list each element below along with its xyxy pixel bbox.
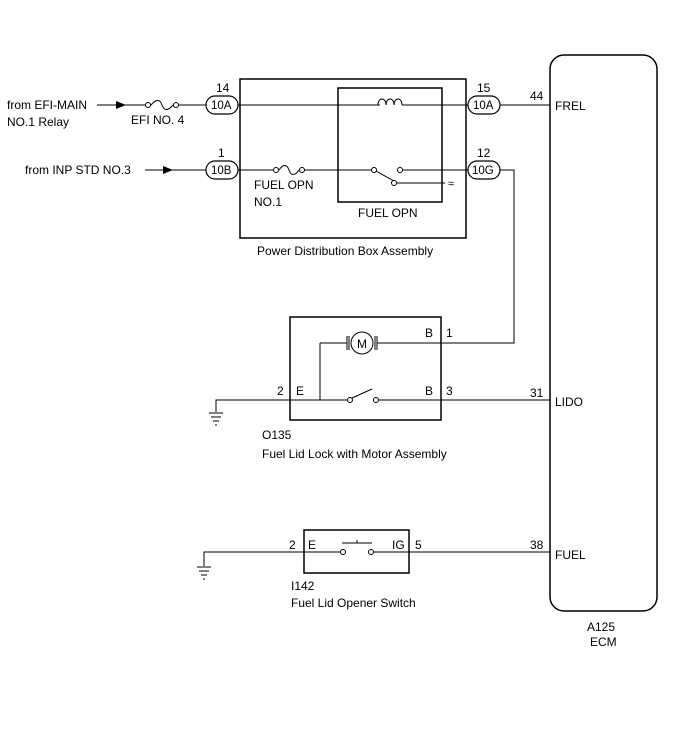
wire-10g-to-lid-lock: [440, 169, 515, 344]
ecm-pin-44: 44: [530, 89, 544, 103]
ecm-name: ECM: [590, 635, 617, 649]
relay-coil-symbol: [377, 98, 403, 106]
ecm-signal-frel: FREL: [555, 99, 586, 113]
fuel-lid-opener-switch-name: Fuel Lid Opener Switch: [291, 596, 416, 610]
fuel-opn-relay-box: [337, 87, 443, 203]
fuse-fuel-opn-no1-label-line2: NO.1: [254, 195, 282, 209]
lid-lock-terminal-e: E: [296, 384, 304, 398]
ecm-pin-38: 38: [530, 538, 544, 552]
efi-main-source-label-line2: NO.1 Relay: [7, 115, 69, 129]
opener-switch-symbol: [340, 540, 374, 555]
motor-symbol: M: [346, 331, 378, 355]
fuse-fuel-opn-no1-label: FUEL OPN: [254, 178, 314, 192]
ground-icon-2: [197, 566, 211, 580]
lid-lock-pin-2: 2: [277, 384, 284, 398]
lid-lock-switch-symbol: [347, 388, 379, 403]
connector-10b-label: 10B: [211, 165, 232, 177]
opener-switch-pin-5: 5: [415, 538, 422, 552]
lid-lock-terminal-b-top: B: [425, 326, 433, 340]
fuel-lid-lock-name: Fuel Lid Lock with Motor Assembly: [262, 447, 447, 461]
lid-lock-pin-3: 3: [446, 384, 453, 398]
fuse-efi-no4-label: EFI NO. 4: [131, 113, 185, 127]
pin-14-label: 14: [216, 81, 230, 95]
opener-switch-terminal-e: E: [308, 538, 316, 552]
inp-std-source-label: from INP STD NO.3: [25, 163, 131, 177]
lid-lock-pin-1: 1: [446, 326, 453, 340]
opener-switch-terminal-ig: IG: [392, 538, 405, 552]
power-distribution-box: [239, 78, 467, 239]
connector-10a-left-label: 10A: [211, 100, 232, 112]
ecm-box: [549, 54, 658, 612]
ground-icon: [209, 412, 223, 426]
connector-10g-label: 10G: [472, 165, 494, 177]
motor-label: M: [357, 337, 367, 351]
pin-12-label: 12: [477, 146, 491, 160]
lid-lock-terminal-b-bottom: B: [425, 384, 433, 398]
fuel-lid-lock-box: [289, 316, 442, 421]
power-distribution-box-title: Power Distribution Box Assembly: [257, 244, 433, 258]
ecm-signal-fuel: FUEL: [555, 548, 586, 562]
fuel-lid-opener-switch-code: I142: [291, 579, 315, 593]
fuel-lid-lock-code: O135: [262, 428, 292, 442]
pin-15-label: 15: [477, 81, 491, 95]
pin-1-label: 1: [218, 146, 225, 160]
efi-main-source-label: from EFI-MAIN: [7, 98, 87, 112]
fuel-opn-relay-label: FUEL OPN: [358, 206, 418, 220]
relay-switch-symbol: ≈: [371, 167, 454, 190]
opener-switch-pin-2: 2: [289, 538, 296, 552]
connector-10a-right-label: 10A: [473, 100, 494, 112]
ecm-pin-31: 31: [530, 386, 544, 400]
ecm-code: A125: [587, 620, 615, 634]
svg-text:≈: ≈: [448, 178, 454, 190]
fuse-efi-no4-symbol: [145, 100, 179, 110]
fuse-fuel-opn-no1-symbol: [273, 165, 305, 175]
ecm-signal-lido: LIDO: [555, 395, 583, 409]
